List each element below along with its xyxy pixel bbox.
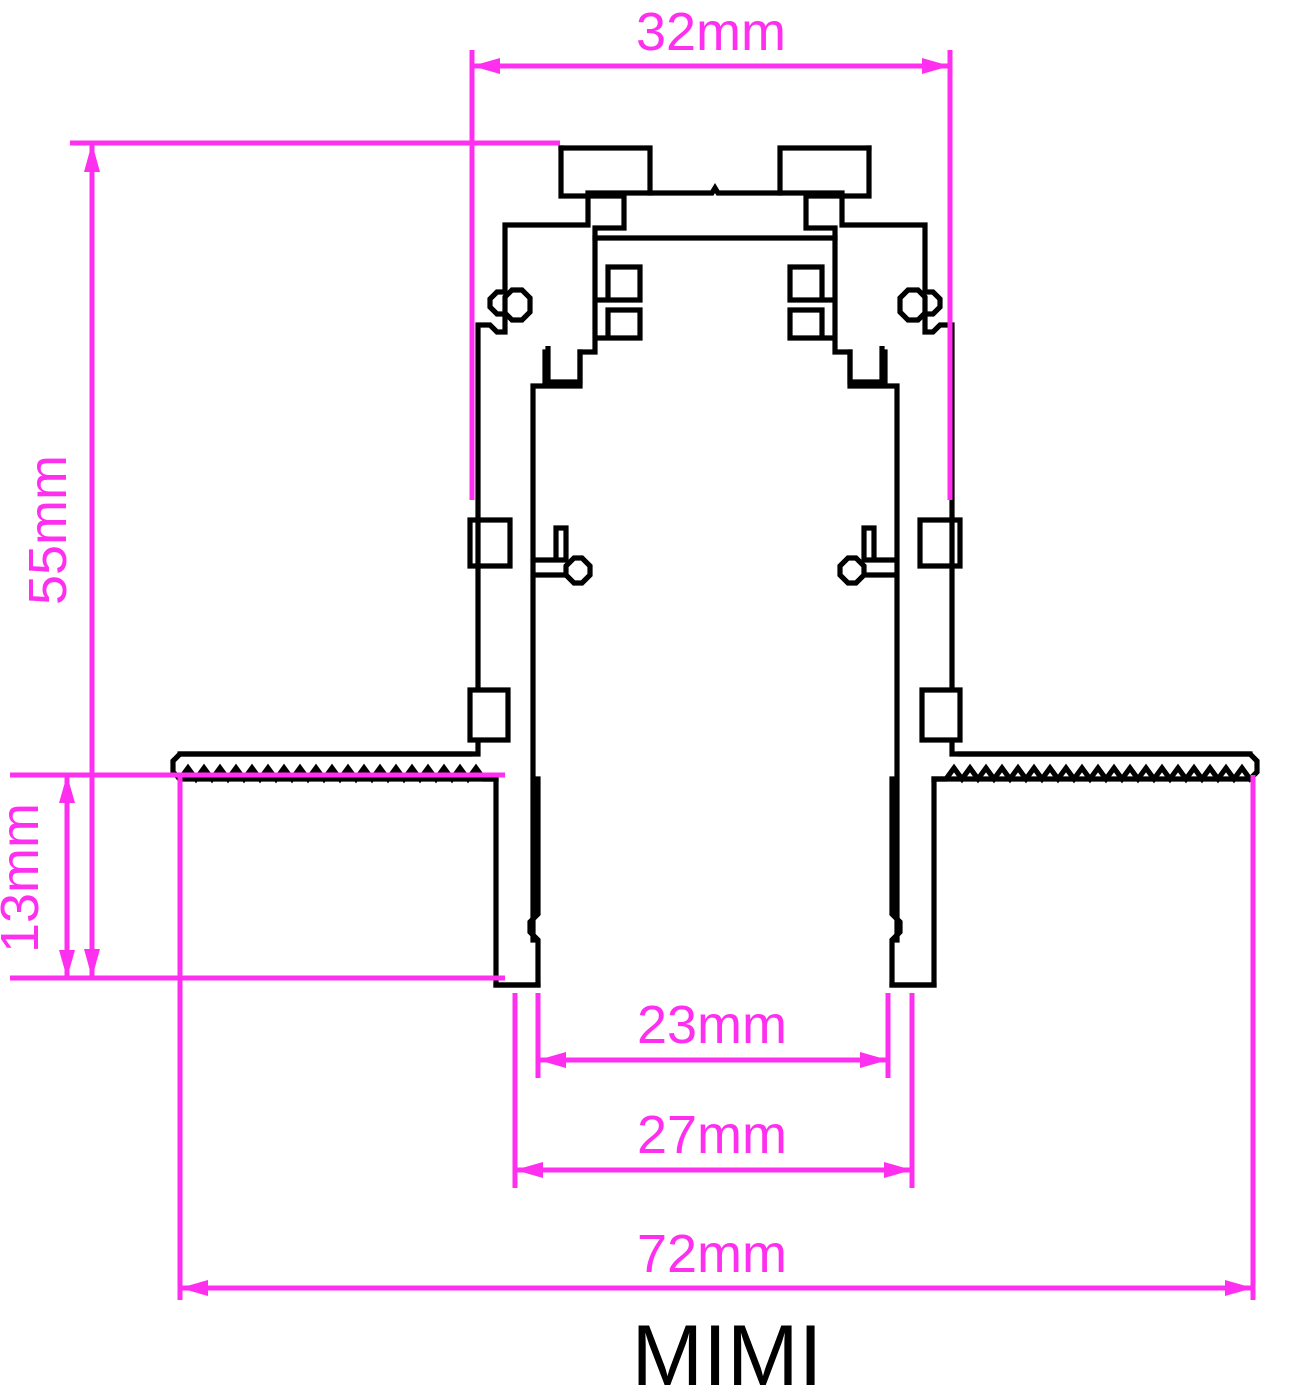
dim-27mm-label: 27mm <box>637 1105 787 1165</box>
profile-left-inner-web <box>530 349 593 943</box>
dim-13mm-arrow-top <box>59 775 75 803</box>
dimension-27mm: 27mm <box>512 993 915 1188</box>
dim-72mm-arrow-left <box>180 1280 208 1296</box>
dim-32mm-arrow-right <box>922 58 950 74</box>
dim-72mm-label: 72mm <box>637 1224 787 1284</box>
dim-13mm-label: 13mm <box>0 803 50 953</box>
brand-label: MIMI <box>631 1308 822 1400</box>
profile-center-bridge <box>647 182 783 196</box>
dim-23mm-label: 23mm <box>637 995 787 1055</box>
dimension-55mm: 55mm <box>10 140 560 981</box>
profile-outer-contour <box>170 145 653 988</box>
right-flange-serration <box>931 763 1254 784</box>
dim-32mm-arrow-left <box>472 58 500 74</box>
dim-27mm-arrow-right <box>884 1162 912 1178</box>
dim-55mm-label: 55mm <box>18 455 78 605</box>
profile-right-inner-web <box>837 349 900 943</box>
dimension-72mm: 72mm <box>177 775 1256 1300</box>
dimension-32mm: 32mm <box>469 2 953 500</box>
profile-right-outer-contour <box>777 145 1260 988</box>
profile-left-upper-inner <box>545 145 643 385</box>
dim-55mm-arrow-top <box>84 143 100 172</box>
dim-13mm-arrow-bottom <box>59 950 75 978</box>
dim-72mm-arrow-right <box>1225 1280 1253 1296</box>
dim-27mm-arrow-left <box>515 1162 543 1178</box>
profile-outline-group <box>170 145 1260 988</box>
dimension-23mm: 23mm <box>535 993 891 1078</box>
dimension-13mm: 13mm <box>0 772 505 978</box>
profile-right-upper-inner <box>787 145 885 385</box>
dim-55mm-arrow-bottom <box>84 949 100 978</box>
dim-32mm-label: 32mm <box>636 2 786 62</box>
dim-23mm-arrow-right <box>860 1052 888 1068</box>
dim-23mm-arrow-left <box>538 1052 566 1068</box>
